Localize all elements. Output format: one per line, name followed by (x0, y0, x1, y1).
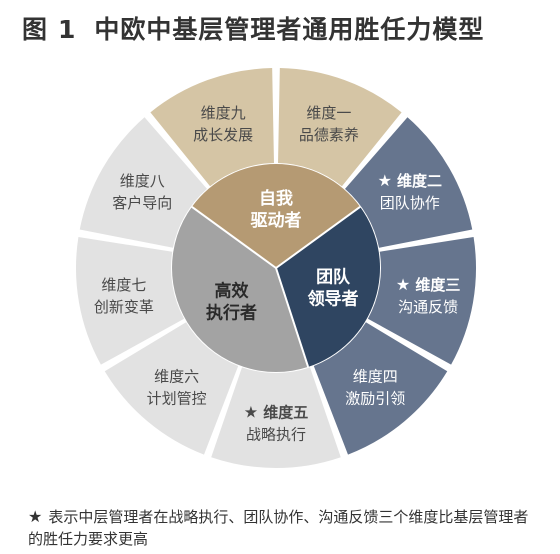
core-team-line-2: 领导者 (308, 289, 359, 310)
dimension-d7-line-2: 创新变革 (94, 298, 154, 316)
dimension-segment-d9 (150, 68, 274, 187)
footnote-text: 表示中层管理者在战略执行、团队协作、沟通反馈三个维度比基层管理者的胜任力要求更高 (28, 508, 529, 548)
core-self-line-2: 驱动者 (251, 210, 302, 231)
core-divider (191, 206, 277, 269)
dimension-d4-line-1: 维度四 (353, 367, 398, 385)
dimension-d1-line-1: 维度一 (306, 104, 351, 122)
core-exec-line-1: 高效 (215, 280, 249, 301)
dimension-d2-line-2: 团队协作 (380, 194, 440, 212)
dimension-d7-line-1: 维度七 (101, 276, 146, 294)
figure-title-text: 中欧中基层管理者通用胜任力模型 (94, 15, 485, 44)
dimension-d1-line-2: 品德素养 (299, 126, 359, 144)
core-segment-exec (171, 206, 309, 373)
core-segment-self (191, 164, 361, 268)
dimension-segment-d7 (76, 237, 185, 365)
core-divider (275, 206, 361, 269)
dimension-d5-name: 维度五 (263, 404, 308, 422)
dimension-segment-d6 (104, 322, 239, 455)
figure-number: 1 (58, 15, 77, 44)
star-icon: ★ (28, 507, 43, 526)
dimension-d3-name: 维度三 (415, 276, 460, 294)
dimension-d9-line-2: 成长发展 (193, 126, 253, 144)
core-self-line-1: 自我 (259, 188, 293, 209)
dimension-segment-d8 (79, 117, 207, 248)
dimension-segment-d3 (367, 237, 477, 365)
footnote: ★表示中层管理者在战略执行、团队协作、沟通反馈三个维度比基层管理者的胜任力要求更… (28, 506, 538, 550)
star-icon: ★ (378, 171, 397, 190)
star-icon: ★ (396, 275, 415, 294)
dimension-d9-line-1: 维度九 (201, 104, 246, 122)
dimension-d3-line-2: 沟通反馈 (398, 298, 458, 316)
core-segment-team (276, 206, 380, 367)
dimension-segment-d4 (313, 322, 448, 455)
dimension-d5-line-1: ★ 维度五 (244, 403, 308, 422)
core-exec-line-2: 执行者 (206, 302, 257, 323)
dimension-d6-line-2: 计划管控 (147, 389, 207, 407)
star-icon: ★ (244, 403, 263, 422)
dimension-segment-d5 (211, 367, 341, 468)
figure-label: 图 (22, 15, 49, 44)
dimension-d3-line-1: ★ 维度三 (396, 275, 460, 294)
dimension-d4-line-2: 激励引领 (345, 389, 405, 407)
core-divider (275, 267, 310, 368)
dimension-segment-d2 (345, 117, 473, 248)
dimension-d2-line-1: ★ 维度二 (378, 171, 442, 190)
core-team-line-1: 团队 (316, 267, 351, 288)
dimension-d8-line-2: 客户导向 (112, 194, 172, 212)
dimension-d8-line-1: 维度八 (120, 172, 165, 190)
dimension-d2-name: 维度二 (397, 172, 442, 190)
dimension-segment-d1 (278, 68, 402, 187)
dimension-d6-line-1: 维度六 (154, 367, 199, 385)
dimension-d5-line-2: 战略执行 (246, 426, 306, 444)
